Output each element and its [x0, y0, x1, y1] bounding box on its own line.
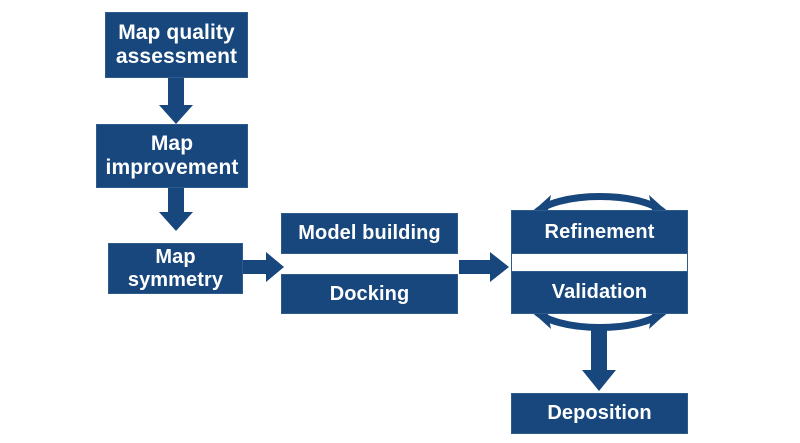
- arrow-map-improvement-to-map-symmetry: [159, 188, 193, 231]
- node-map-quality-assessment-line1: Map quality: [118, 21, 235, 45]
- node-docking[interactable]: Docking: [281, 274, 458, 314]
- node-refinement-label: Refinement: [544, 220, 655, 243]
- refinement-validation-cycle-group: Refinement Validation: [511, 210, 688, 314]
- node-map-improvement-line1: Map: [150, 132, 194, 156]
- node-model-building-label: Model building: [298, 222, 441, 245]
- node-map-symmetry[interactable]: Map symmetry: [108, 243, 243, 294]
- node-map-symmetry-line1: Map: [155, 246, 196, 269]
- node-model-building[interactable]: Model building: [281, 213, 458, 254]
- arrow-map-quality-to-map-improvement: [159, 78, 193, 124]
- arrow-modelling-to-refinement: [459, 252, 509, 282]
- node-map-improvement-line2: improvement: [105, 156, 239, 179]
- arrow-cycle-to-deposition: [582, 330, 616, 391]
- node-validation-label: Validation: [551, 281, 648, 304]
- node-map-improvement[interactable]: Map improvement: [96, 124, 248, 188]
- node-refinement[interactable]: Refinement: [511, 210, 688, 254]
- node-map-quality-assessment-line2: assessment: [115, 45, 238, 68]
- node-validation[interactable]: Validation: [511, 271, 688, 314]
- node-map-symmetry-line2: symmetry: [127, 268, 224, 291]
- node-deposition-label: Deposition: [547, 402, 652, 425]
- node-map-quality-assessment[interactable]: Map quality assessment: [105, 12, 248, 78]
- arrow-map-symmetry-to-modelling: [243, 252, 284, 282]
- node-deposition[interactable]: Deposition: [511, 393, 688, 434]
- node-docking-label: Docking: [329, 282, 410, 305]
- cycle-gap-band: [511, 254, 688, 271]
